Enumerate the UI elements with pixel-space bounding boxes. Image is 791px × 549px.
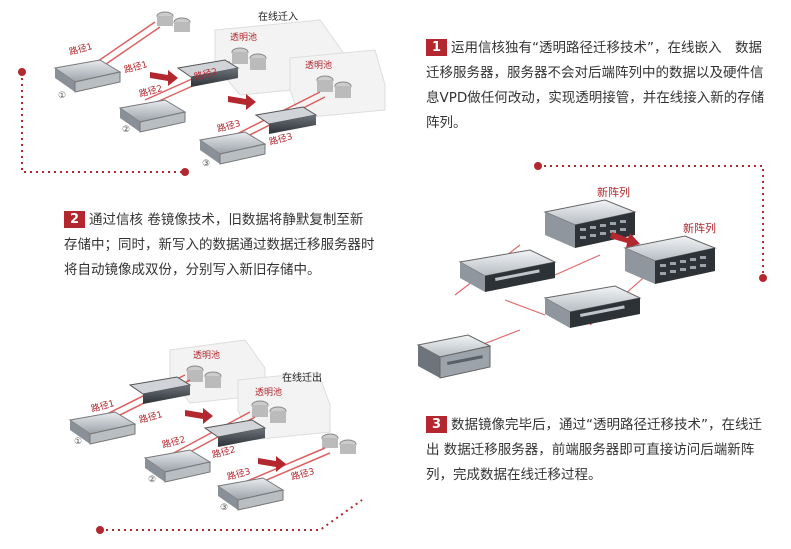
disk-stack-icon [186,365,222,388]
connector-dot [534,162,542,170]
arrow-icon [228,94,256,110]
step-text: 通过信核 卷镜像技术，旧数据将静默复制至新存储中；同时，新写入的数据通过数据迁移… [64,212,375,278]
host-server-icon [416,334,492,379]
storage-array-icon [623,235,717,284]
server-number: ① [58,91,66,101]
server-number: ② [148,475,156,485]
storage-array-icon [543,199,637,248]
disk-stack-icon [156,11,191,32]
caption: 在线迁出 [282,371,322,384]
server-icon [458,249,557,292]
step-badge: 2 [64,211,86,228]
server-icon [543,285,642,328]
pool-cloud [237,371,331,441]
step-badge: 1 [426,39,448,56]
connector-dot [96,526,104,534]
connector-dot [181,168,189,176]
arrow-icon [610,232,640,248]
step-text: 数据镜像完毕后，通过“透明路径迁移技术”，在线迁出 数据迁移服务器，前端服务器即… [426,417,763,483]
step-badge: 3 [426,416,448,433]
disk-stack-icon [251,400,287,423]
server-icon [216,477,285,511]
connector-dot [18,68,26,76]
server-number: ① [74,437,82,447]
server-icon [53,59,122,93]
disk-stack-icon [316,75,352,98]
disk-stack-icon [231,47,267,70]
migration-server-icon [128,376,192,404]
server-number: ③ [220,503,228,513]
server-icon [143,449,212,483]
step-text: 运用信核独有“透明路径迁移技术”，在线嵌入 数据迁移服务器，服务器不会对后端阵列… [426,40,765,131]
pool-label: 透明池 [305,59,332,71]
pool-label: 透明池 [193,349,220,361]
server-icon [198,131,267,165]
server-number: ② [122,125,130,135]
arrow-icon [150,70,178,86]
server-number: ③ [202,159,210,169]
migration-server-icon [176,59,240,87]
caption: 在线迁入 [258,10,298,23]
arrow-icon [185,408,213,424]
array-label: 新阵列 [597,185,630,199]
migration-server-icon [203,419,267,447]
server-icon [68,411,137,445]
pool-label: 透明池 [255,386,282,398]
migration-server-icon [254,106,318,134]
server-icon [118,99,187,133]
connector-dot [759,274,767,282]
arrow-icon [258,456,286,472]
pool-label: 透明池 [230,31,257,43]
array-label: 新阵列 [683,221,716,235]
disk-stack-icon [321,433,357,454]
